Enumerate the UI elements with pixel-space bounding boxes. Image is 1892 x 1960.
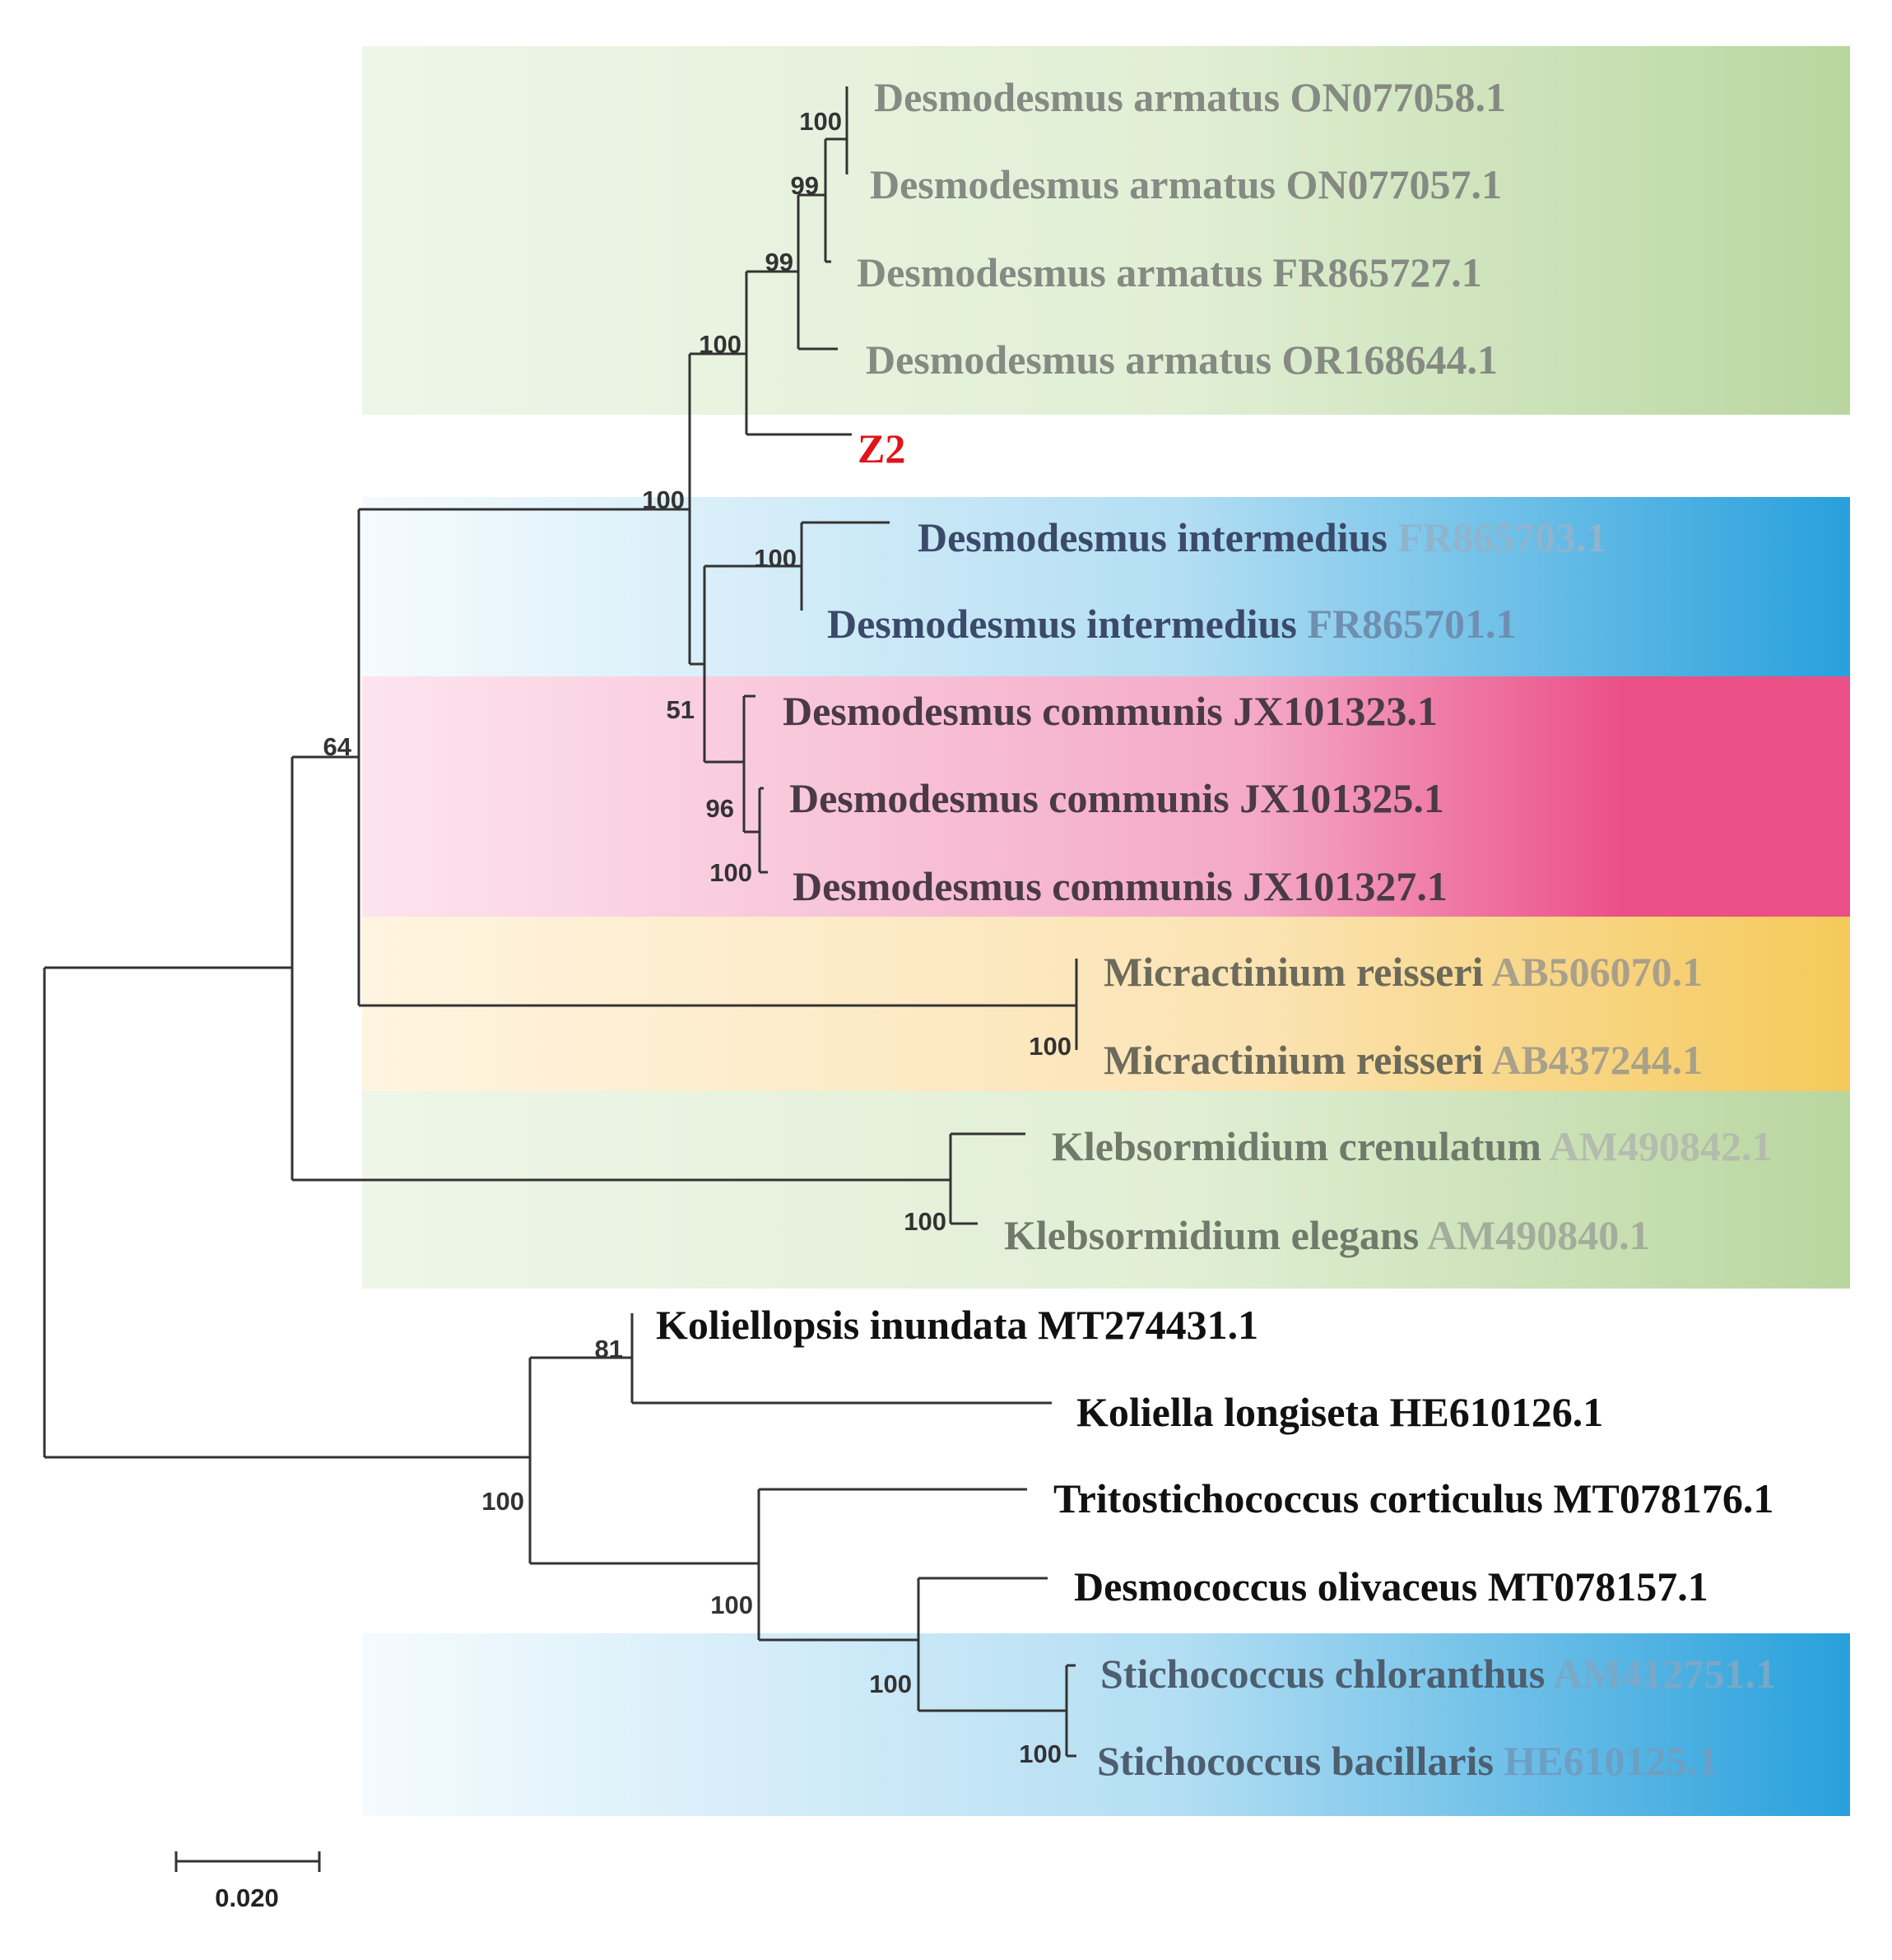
bootstrap-label: 99	[791, 171, 819, 200]
bootstrap-label: 64	[323, 732, 352, 761]
bootstrap-label: 81	[595, 1335, 623, 1363]
bootstrap-label: 100	[754, 544, 797, 573]
bootstrap-label: 100	[904, 1207, 946, 1236]
bootstrap-label: 100	[869, 1670, 912, 1698]
taxon-label: Micractinium reisseri AB437244.1	[1104, 1037, 1703, 1083]
bootstrap-label: 100	[642, 485, 685, 514]
taxon-label: Koliella longiseta HE610126.1	[1076, 1389, 1603, 1435]
taxon-label: Desmodesmus communis JX101323.1	[783, 688, 1438, 734]
clade-band-desmodesmus-communis	[362, 676, 1850, 917]
taxon-labels: Desmodesmus armatus ON077058.1 Desmodesm…	[656, 74, 1776, 1784]
taxon-label: Desmodesmus armatus FR865727.1	[857, 249, 1482, 295]
taxon-label: Desmodesmus communis JX101325.1	[789, 775, 1444, 821]
taxon-label: Tritostichococcus corticulus MT078176.1	[1053, 1475, 1773, 1521]
bootstrap-label: 100	[1019, 1739, 1062, 1768]
taxon-label: Desmodesmus armatus OR168644.1	[866, 337, 1498, 383]
tree-branches	[43, 86, 1078, 1758]
taxon-label: Desmodesmus armatus ON077058.1	[874, 74, 1506, 120]
clade-band-micractinium	[362, 917, 1850, 1091]
clade-band-stichococcus	[362, 1633, 1850, 1816]
taxon-label: Micractinium reisseri AB506070.1	[1104, 949, 1703, 995]
bootstrap-label: 100	[710, 1591, 753, 1619]
taxon-label: Desmodesmus armatus ON077057.1	[870, 161, 1502, 207]
bootstrap-label: 51	[667, 695, 695, 724]
bootstrap-label: 99	[765, 248, 793, 276]
taxon-label: Stichococcus bacillaris HE610125.1	[1097, 1738, 1718, 1784]
taxon-label-z2: Z2	[858, 425, 905, 471]
bootstrap-labels: 100 99 99 100 100 100 51 96 100 64 100 1…	[323, 107, 1072, 1768]
clade-band-desmodesmus-armatus	[362, 46, 1850, 415]
taxon-label: Klebsormidium crenulatum AM490842.1	[1052, 1123, 1772, 1169]
taxon-label: Desmodesmus intermedius FR865703.1	[918, 514, 1606, 560]
taxon-label: Klebsormidium elegans AM490840.1	[1004, 1212, 1650, 1258]
taxon-label: Desmococcus olivaceus MT078157.1	[1074, 1563, 1708, 1609]
taxon-label: Koliellopsis inundata MT274431.1	[656, 1302, 1258, 1348]
scale-bar: 0.020	[174, 1851, 321, 1912]
scale-bar-label: 0.020	[215, 1883, 279, 1912]
bootstrap-label: 96	[706, 794, 734, 823]
bootstrap-label: 100	[481, 1487, 524, 1516]
bootstrap-label: 100	[799, 107, 842, 136]
scale-bar-line	[174, 1851, 321, 1872]
bootstrap-label: 100	[1029, 1032, 1072, 1061]
clade-band-klebsormidium	[362, 1091, 1850, 1289]
taxon-label: Desmodesmus communis JX101327.1	[793, 863, 1448, 909]
clade-band-desmodesmus-intermedius	[362, 497, 1850, 676]
bootstrap-label: 100	[709, 858, 752, 887]
taxon-label: Stichococcus chloranthus AM412751.1	[1100, 1651, 1776, 1697]
bootstrap-label: 100	[699, 330, 741, 359]
clade-bands	[362, 46, 1850, 1816]
taxon-label: Desmodesmus intermedius FR865701.1	[827, 601, 1516, 647]
